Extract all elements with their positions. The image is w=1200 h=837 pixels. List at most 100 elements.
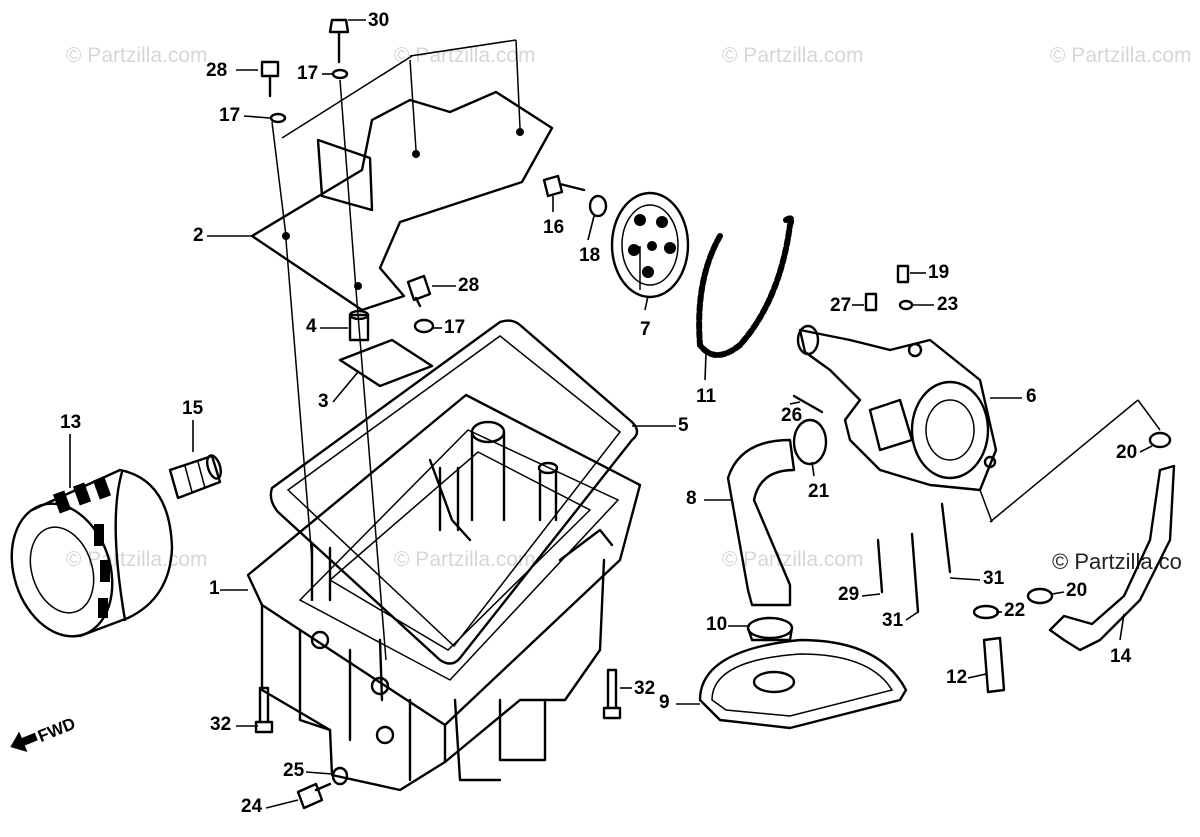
callout-number: 27 (830, 295, 851, 316)
assembly-guide-lines (271, 39, 1161, 661)
callout-number: 28 (206, 60, 227, 81)
watermark: © Partzilla.com (1050, 44, 1192, 67)
callout-number: 5 (678, 415, 689, 436)
oil-pipe-14 (1048, 464, 1176, 652)
pin-26 (792, 394, 824, 414)
drain-washer (331, 766, 349, 786)
callout-number: 20 (1116, 442, 1137, 463)
o-ring-20-a (1148, 431, 1172, 449)
callout-leader (243, 115, 271, 119)
callout-number: 28 (458, 275, 479, 296)
pin-19 (896, 264, 910, 284)
callout-leader (1139, 445, 1153, 453)
callout-number: 16 (543, 217, 564, 238)
drain-bolt (296, 782, 332, 810)
bolt-31-a (910, 532, 920, 614)
callout-leader (949, 577, 981, 581)
bolt-32-left (254, 686, 274, 734)
callout-number: 7 (640, 319, 651, 340)
oil-strainer-pipe (726, 438, 796, 607)
oil-strainer (698, 638, 908, 730)
collar (348, 313, 370, 342)
callout-number: 24 (241, 796, 263, 817)
callout-leader (967, 673, 987, 679)
o-ring-22 (972, 604, 1000, 620)
callout-leader (789, 401, 801, 405)
callout-number: 13 (60, 412, 81, 433)
watermark: © Partzilla.com (722, 548, 864, 571)
sprocket (610, 191, 690, 299)
callout-number: 22 (1004, 600, 1025, 621)
callout-leader (265, 799, 299, 809)
callout-number: 20 (1066, 580, 1087, 601)
fwd-label: FWD (35, 714, 78, 746)
callout-leader (587, 215, 595, 241)
oil-pan-gasket (269, 319, 639, 665)
fwd-arrow: FWD (10, 714, 78, 752)
callout-number: 30 (368, 10, 389, 31)
callout-leader (1051, 591, 1065, 595)
oil-pan (246, 393, 642, 792)
callout-leader (861, 593, 881, 597)
filter-bolt (168, 454, 223, 500)
bolt-32-right (602, 668, 622, 720)
callout-number: 12 (946, 667, 967, 688)
callout-number: 9 (659, 692, 670, 713)
callout-number: 14 (1110, 646, 1132, 667)
watermark: © Partzilla.com (722, 44, 864, 67)
callout-leader (332, 371, 359, 403)
callout-number: 3 (318, 391, 329, 412)
o-ring-20-b (1026, 587, 1054, 605)
callout-number: 32 (634, 678, 655, 699)
callout-number: 18 (579, 245, 600, 266)
callout-leader (305, 771, 333, 775)
oil-filter (10, 468, 174, 638)
callout-leader (644, 295, 649, 311)
callout-leader (704, 353, 707, 381)
baffle-plate (250, 90, 554, 312)
o-ring-23 (898, 299, 914, 311)
seal-10 (746, 616, 794, 640)
callout-number: 15 (182, 398, 204, 419)
callout-number: 10 (706, 614, 727, 635)
callout-number: 17 (219, 105, 240, 126)
drive-chain (696, 215, 795, 358)
callout-number: 31 (983, 568, 1005, 589)
callout-number: 2 (193, 225, 204, 246)
callout-number: 26 (781, 405, 802, 426)
bolt-31-b (940, 502, 952, 574)
bolt-29 (876, 538, 884, 594)
callout-leader (1119, 613, 1125, 641)
callout-number: 23 (937, 294, 958, 315)
small-plate (338, 338, 434, 388)
watermark: © Partzilla.com (66, 44, 208, 67)
orifice-12 (982, 636, 1006, 694)
pin-27 (864, 292, 878, 312)
callout-leader (811, 461, 815, 477)
callout-number: 25 (283, 760, 305, 781)
callout-number: 21 (808, 481, 830, 502)
callout-number: 4 (306, 316, 317, 337)
watermark: © Partzilla.com (394, 44, 536, 67)
callout-number: 17 (444, 317, 465, 338)
callout-number: 19 (928, 262, 949, 283)
watermark: © Partzilla.com (394, 548, 536, 571)
bolt-16 (542, 174, 586, 198)
oil-pump (796, 324, 998, 492)
callout-number: 32 (210, 714, 231, 735)
watermark-layer: © Partzilla.com © Partzilla.com © Partzill… (66, 44, 1192, 571)
part-drawings: FWD (10, 18, 1176, 810)
callout-number: 8 (686, 488, 697, 509)
washer-18 (588, 194, 608, 218)
callout-number: 1 (209, 578, 220, 599)
callout-leaders (69, 19, 1153, 809)
upper-bolts (260, 18, 435, 334)
callout-number: 11 (696, 386, 717, 407)
callout-number: 31 (882, 610, 904, 631)
callout-number: 29 (838, 584, 859, 605)
callout-leader (905, 611, 919, 621)
callout-number: 17 (297, 63, 318, 84)
callout-number: 6 (1026, 386, 1037, 407)
